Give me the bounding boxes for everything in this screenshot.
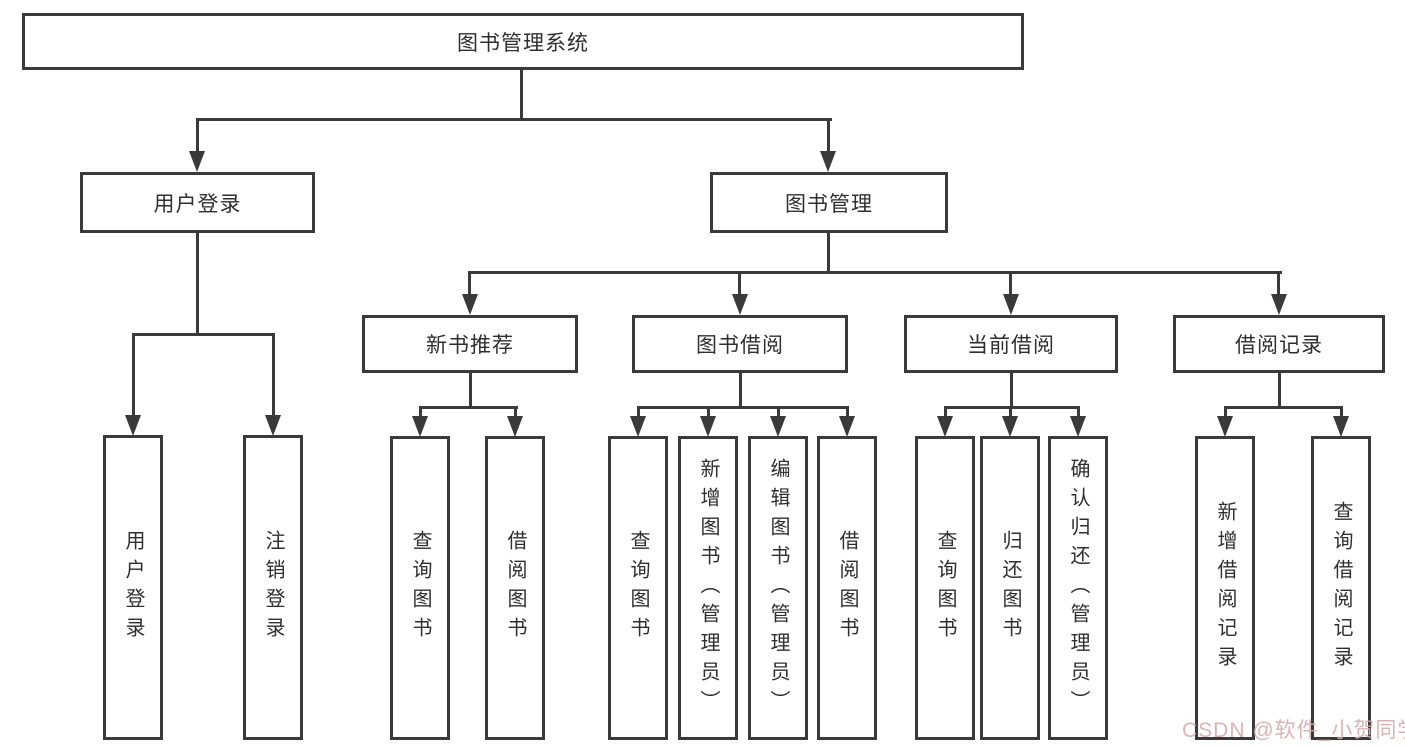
- arrow-down-icon: [820, 151, 836, 172]
- node-label: 借阅图书: [836, 530, 858, 646]
- connector-line: [469, 371, 472, 408]
- connector-line: [637, 406, 849, 409]
- arrow-down-icon: [700, 416, 716, 437]
- connector-line: [1278, 371, 1281, 408]
- leaf-confirm-return-admin: 确认归还（管理员）: [1048, 436, 1108, 740]
- connector-line: [520, 68, 523, 121]
- leaf-query-borrow-record: 查询借阅记录: [1311, 436, 1371, 740]
- arrow-down-icon: [189, 151, 205, 172]
- node-label: 归还图书: [999, 530, 1021, 646]
- arrow-down-icon: [770, 416, 786, 437]
- node-label: 图书管理: [785, 192, 873, 216]
- leaf-return-books: 归还图书: [980, 436, 1040, 740]
- node-label: 查询图书: [934, 530, 956, 646]
- node-label: 当前借阅: [967, 334, 1055, 357]
- arrow-down-icon: [462, 294, 478, 315]
- node-label: 新增借阅记录: [1214, 501, 1236, 675]
- connector-line: [196, 118, 832, 121]
- connector-line: [827, 233, 830, 274]
- leaf-query-books-recommend: 查询图书: [390, 436, 450, 740]
- node-borrowing-records: 借阅记录: [1173, 315, 1385, 373]
- node-label: 编辑图书（管理员）: [767, 457, 789, 719]
- node-label: 查询图书: [627, 530, 649, 646]
- node-library-system: 图书管理系统: [22, 13, 1024, 70]
- connector-line: [469, 271, 1282, 274]
- connector-line: [738, 271, 741, 295]
- connector-line: [846, 406, 849, 418]
- leaf-edit-books-admin: 编辑图书（管理员）: [748, 436, 808, 740]
- arrow-down-icon: [839, 416, 855, 437]
- connector-line: [132, 333, 275, 336]
- arrow-down-icon: [1333, 416, 1349, 437]
- connector-line: [1224, 406, 1227, 418]
- node-label: 查询图书: [409, 530, 431, 646]
- arrow-down-icon: [1070, 416, 1086, 437]
- node-current-borrowing: 当前借阅: [904, 315, 1118, 373]
- node-label: 借阅记录: [1235, 334, 1323, 357]
- leaf-borrow-books: 借阅图书: [817, 436, 877, 740]
- connector-line: [272, 333, 275, 416]
- connector-line: [132, 333, 135, 416]
- csdn-watermark: CSDN @软件_小贺同学: [1182, 719, 1405, 742]
- arrow-down-icon: [937, 416, 953, 437]
- node-label: 图书借阅: [696, 334, 784, 357]
- node-label: 用户登录: [153, 192, 242, 216]
- leaf-logout: 注销登录: [243, 435, 303, 740]
- connector-line: [514, 406, 517, 418]
- connector-line: [1077, 406, 1080, 418]
- connector-line: [419, 406, 422, 418]
- leaf-query-books-current: 查询图书: [915, 436, 975, 740]
- node-user-login: 用户登录: [80, 172, 315, 233]
- node-new-book-recommend: 新书推荐: [362, 315, 578, 373]
- arrow-down-icon: [732, 294, 748, 315]
- node-label: 新书推荐: [426, 334, 514, 357]
- connector-line: [637, 406, 640, 418]
- node-label: 新增图书（管理员）: [697, 457, 719, 719]
- connector-line: [1340, 406, 1343, 418]
- connector-line: [777, 406, 780, 418]
- connector-line: [944, 406, 1080, 409]
- node-label: 图书管理系统: [457, 31, 589, 55]
- node-label: 注销登录: [262, 529, 284, 646]
- node-label: 查询借阅记录: [1330, 501, 1352, 675]
- connector-line: [1010, 371, 1013, 408]
- arrow-down-icon: [265, 415, 281, 436]
- connector-line: [1224, 406, 1343, 409]
- leaf-add-books-admin: 新增图书（管理员）: [678, 436, 738, 740]
- connector-line: [468, 271, 471, 295]
- connector-line: [827, 118, 830, 152]
- node-book-management: 图书管理: [710, 172, 948, 233]
- node-label: 确认归还（管理员）: [1067, 457, 1089, 719]
- leaf-query-books-borrowing: 查询图书: [608, 436, 668, 740]
- arrow-down-icon: [1003, 294, 1019, 315]
- connector-line: [196, 118, 199, 152]
- node-label: 用户登录: [122, 529, 144, 646]
- arrow-down-icon: [507, 416, 523, 437]
- arrow-down-icon: [1002, 416, 1018, 437]
- arrow-down-icon: [630, 416, 646, 437]
- node-label: 借阅图书: [504, 530, 526, 646]
- node-book-borrowing: 图书借阅: [632, 315, 848, 373]
- connector-line: [944, 406, 947, 418]
- arrow-down-icon: [412, 416, 428, 437]
- connector-line: [419, 406, 518, 409]
- arrow-down-icon: [125, 415, 141, 436]
- connector-line: [1009, 406, 1012, 418]
- connector-line: [1009, 271, 1012, 295]
- leaf-add-borrow-record: 新增借阅记录: [1195, 436, 1255, 740]
- connector-line: [739, 371, 742, 408]
- connector-line: [196, 232, 199, 336]
- connector-line: [1277, 271, 1280, 295]
- connector-line: [707, 406, 710, 418]
- leaf-borrow-books-recommend: 借阅图书: [485, 436, 545, 740]
- arrow-down-icon: [1271, 294, 1287, 315]
- leaf-user-login: 用户登录: [103, 435, 163, 740]
- arrow-down-icon: [1217, 416, 1233, 437]
